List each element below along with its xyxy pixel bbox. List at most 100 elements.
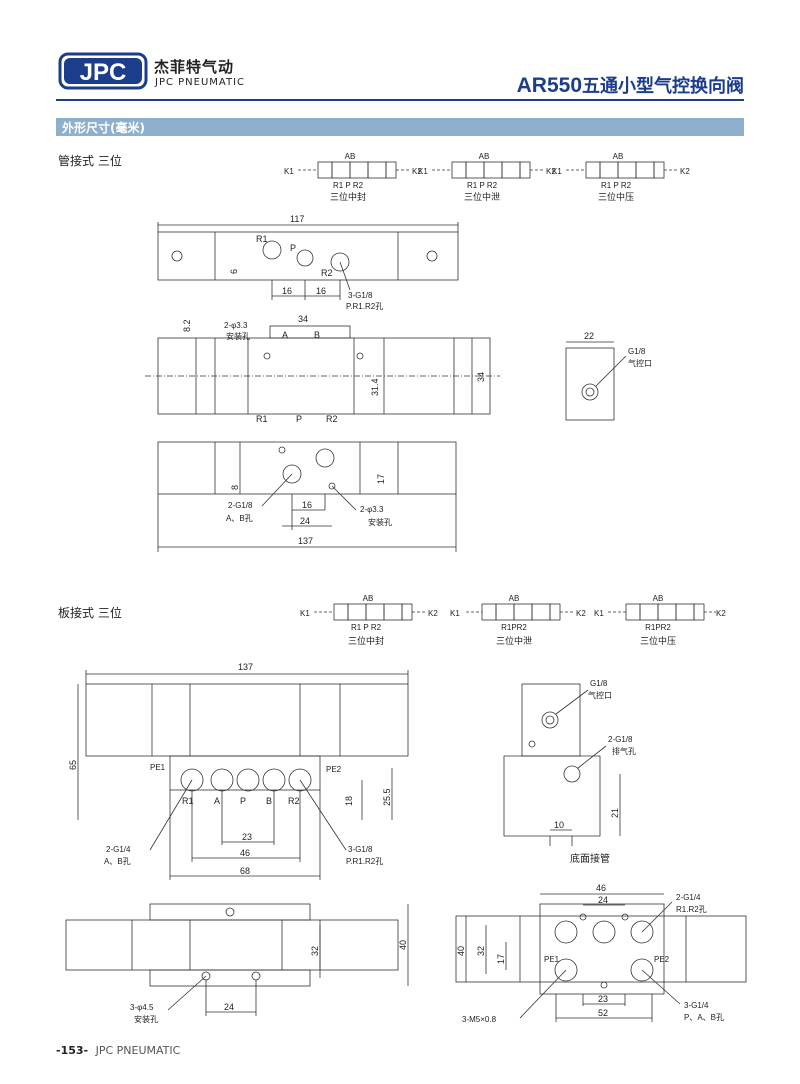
svg-text:A、B孔: A、B孔 — [226, 514, 253, 523]
plate-symbol-2: K1 K2 AB R1PR2 三位中泄 — [450, 594, 586, 646]
svg-text:17: 17 — [496, 954, 506, 964]
svg-text:32: 32 — [476, 946, 486, 956]
ps2-name: 三位中泄 — [464, 191, 500, 202]
bottom-pipe-label: 底面接管 — [570, 852, 610, 865]
svg-text:P.R1.R2孔: P.R1.R2孔 — [346, 857, 383, 866]
svg-text:31.4: 31.4 — [370, 378, 380, 396]
svg-text:10: 10 — [554, 820, 564, 830]
svg-text:3-G1/4: 3-G1/4 — [684, 1001, 709, 1010]
svg-text:46: 46 — [240, 848, 250, 858]
ps3-k1: K1 — [552, 167, 562, 176]
svg-text:R1 P R2: R1 P R2 — [351, 623, 382, 632]
page-title: AR550五通小型气控换向阀 — [517, 72, 744, 98]
svg-text:A: A — [282, 330, 288, 340]
svg-text:A、B孔: A、B孔 — [104, 857, 131, 866]
svg-text:24: 24 — [300, 516, 310, 526]
svg-text:68: 68 — [240, 866, 250, 876]
svg-text:安装孔: 安装孔 — [226, 331, 250, 341]
svg-text:8: 8 — [230, 485, 240, 490]
brand-logo: JPC — [58, 52, 148, 92]
pipe-symbol-3: K1 K2 AB R1 P R2 三位中压 — [552, 152, 690, 202]
product-name: 五通小型气控换向阀 — [582, 76, 744, 97]
svg-text:6: 6 — [229, 269, 239, 274]
svg-text:G1/8: G1/8 — [590, 679, 608, 688]
header-rule — [56, 99, 744, 101]
ps1-k2: K2 — [412, 167, 422, 176]
pipe-top-view: 117 R1 P R2 6 16 16 3-G1/8 P.R1.R2孔 — [157, 214, 459, 311]
ps3-name: 三位中压 — [598, 191, 634, 202]
svg-text:气控口: 气控口 — [628, 358, 652, 368]
svg-text:AB: AB — [509, 594, 520, 603]
ps2-k2: K2 — [546, 167, 556, 176]
svg-text:8.2: 8.2 — [182, 319, 192, 332]
ps1-top: AB — [345, 152, 356, 161]
svg-text:R1: R1 — [256, 414, 268, 424]
svg-text:P: P — [290, 243, 296, 253]
svg-text:PE2: PE2 — [654, 955, 670, 964]
svg-text:17: 17 — [376, 474, 386, 484]
section-title: 外形尺寸(毫米) — [62, 121, 145, 135]
footer: -153- JPC PNEUMATIC — [56, 1044, 180, 1057]
svg-text:2-G1/8: 2-G1/8 — [228, 501, 253, 510]
svg-text:K2: K2 — [428, 609, 438, 618]
svg-text:3-φ4.5: 3-φ4.5 — [130, 1003, 154, 1012]
ps3-bottom: R1 P R2 — [601, 181, 632, 190]
svg-text:21: 21 — [610, 808, 620, 818]
svg-text:三位中压: 三位中压 — [640, 635, 676, 646]
svg-text:3-G1/8: 3-G1/8 — [348, 845, 373, 854]
svg-text:R1: R1 — [182, 796, 194, 806]
svg-text:24: 24 — [224, 1002, 234, 1012]
svg-text:K1: K1 — [450, 609, 460, 618]
svg-text:46: 46 — [596, 883, 606, 893]
svg-text:K1: K1 — [594, 609, 604, 618]
svg-text:2-φ3.3: 2-φ3.3 — [360, 505, 384, 514]
svg-text:R1PR2: R1PR2 — [645, 623, 671, 632]
svg-text:R1.R2孔: R1.R2孔 — [676, 905, 707, 914]
svg-text:34: 34 — [476, 372, 486, 382]
brand-name-en: JPC PNEUMATIC — [155, 77, 246, 88]
pipe-side-view: 22 G1/8 气控口 — [565, 331, 652, 421]
plate-top-view: 32 40 24 3-φ4.5 安装孔 — [65, 903, 409, 1024]
pipe-type-label: 管接式 三位 — [58, 154, 122, 168]
model-number: AR550 — [516, 74, 582, 97]
svg-text:AB: AB — [363, 594, 374, 603]
svg-text:16: 16 — [282, 286, 292, 296]
ps2-top: AB — [479, 152, 490, 161]
svg-text:23: 23 — [242, 832, 252, 842]
svg-text:2-φ3.3: 2-φ3.3 — [224, 321, 248, 330]
plate-front-view: 137 65 PE1 PE2 R1 A P B R2 18 25.5 23 46… — [68, 662, 409, 880]
footer-brand: JPC PNEUMATIC — [95, 1044, 181, 1057]
svg-text:安装孔: 安装孔 — [134, 1014, 158, 1024]
plate-base-view: 46 24 2-G1/4 R1.R2孔 40 32 17 PE1 PE2 23 … — [455, 883, 747, 1024]
plate-symbol-1: K1 K2 AB R1 P R2 三位中封 — [300, 594, 438, 646]
page-number: -153- — [56, 1044, 89, 1057]
svg-text:16: 16 — [302, 500, 312, 510]
svg-text:18: 18 — [344, 796, 354, 806]
svg-text:25.5: 25.5 — [382, 788, 392, 806]
svg-text:3-G1/8: 3-G1/8 — [348, 291, 373, 300]
plate-side-view: G1/8 气控口 2-G1/8 排气孔 21 10 — [503, 679, 636, 846]
svg-text:22: 22 — [584, 331, 594, 341]
svg-text:三位中泄: 三位中泄 — [496, 635, 532, 646]
ps3-top: AB — [613, 152, 624, 161]
svg-text:B: B — [314, 330, 320, 340]
svg-text:气控口: 气控口 — [588, 690, 612, 700]
svg-text:2-G1/4: 2-G1/4 — [106, 845, 131, 854]
svg-text:32: 32 — [310, 946, 320, 956]
svg-text:R1: R1 — [256, 234, 268, 244]
svg-text:A: A — [214, 796, 220, 806]
svg-text:3-M5×0.8: 3-M5×0.8 — [462, 1015, 497, 1024]
pipe-symbol-2: K1 K2 AB R1 P R2 三位中泄 — [418, 152, 556, 202]
svg-text:40: 40 — [456, 946, 466, 956]
svg-text:16: 16 — [316, 286, 326, 296]
svg-text:117: 117 — [290, 214, 304, 224]
svg-text:P.R1.R2孔: P.R1.R2孔 — [346, 302, 383, 311]
svg-text:24: 24 — [598, 895, 608, 905]
brand-name-cn: 杰菲特气动 — [154, 58, 235, 76]
ps1-bottom: R1 P R2 — [333, 181, 364, 190]
svg-text:137: 137 — [298, 536, 313, 546]
svg-text:PE2: PE2 — [326, 765, 342, 774]
ps1-k1: K1 — [284, 167, 294, 176]
pipe-front-view: 8.2 34 2-φ3.3 安装孔 A B 31.4 34 R1 P R2 — [145, 314, 500, 424]
